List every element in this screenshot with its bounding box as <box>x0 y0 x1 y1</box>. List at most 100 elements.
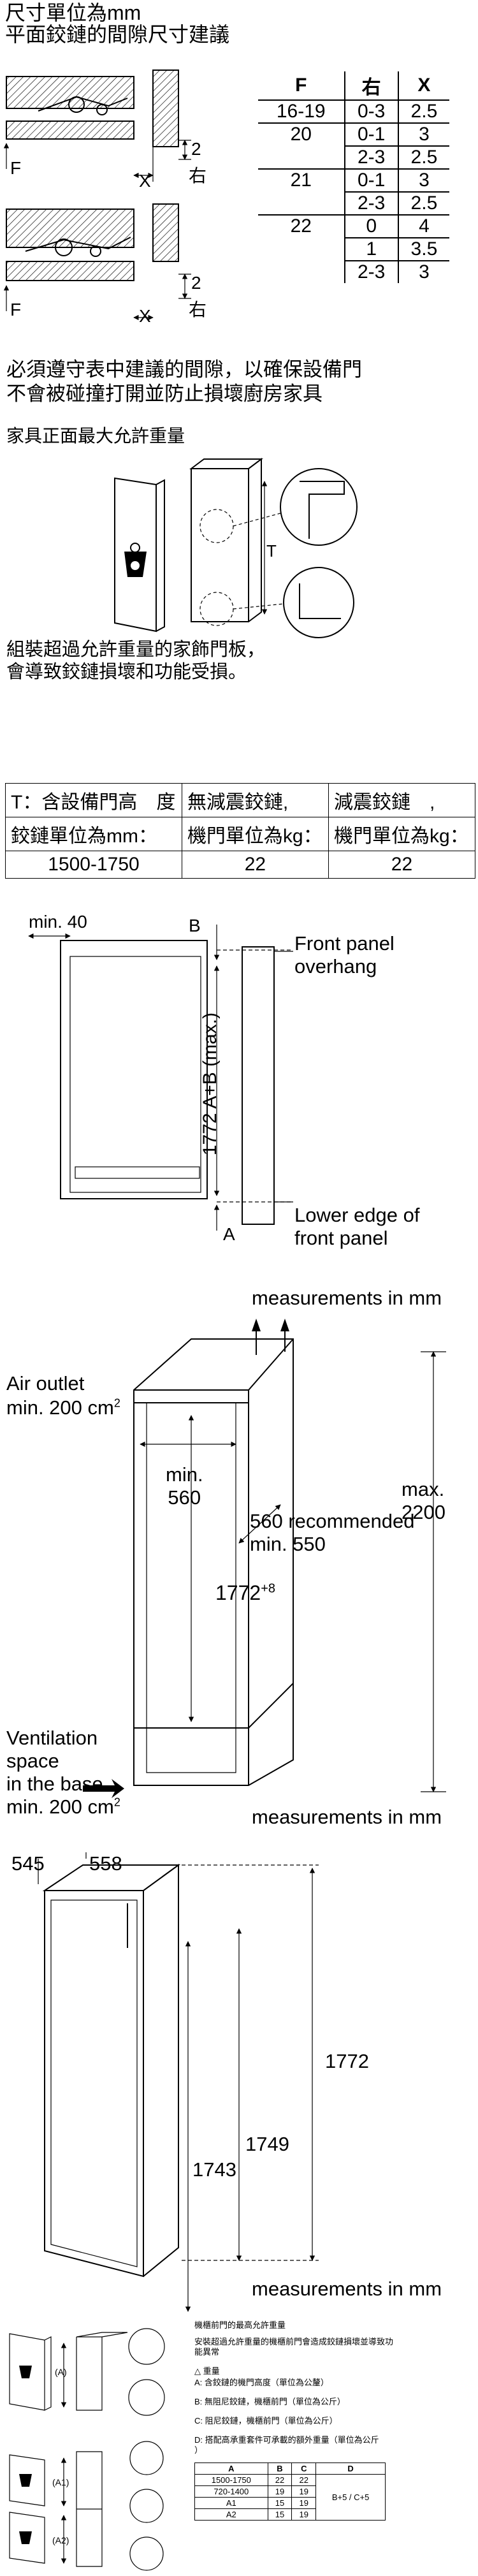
table-cell: C <box>291 2463 317 2475</box>
table-cell: 21 <box>258 168 345 215</box>
warning-line-2: 會導致鉸鏈損壞和功能受損。 <box>6 662 247 682</box>
vent-line-3: in the base <box>6 1773 103 1795</box>
table-cell: B+5 / C+5 <box>315 2474 386 2521</box>
col-header-f: F <box>258 71 345 101</box>
recommended-depth: 560 recommended <box>250 1510 415 1532</box>
table-cell: 4 <box>397 214 449 238</box>
gap-table: F 右 X 16-19 0-3 2.5 20 0-1 3 2-3 2.5 21 … <box>258 71 449 283</box>
table-cell: 機門單位為kg： <box>328 817 476 851</box>
table-cell: 2.5 <box>397 145 449 169</box>
table-cell: 16-19 <box>258 99 345 123</box>
table-cell: 22 <box>291 2474 317 2486</box>
table-cell: 22 <box>181 851 329 879</box>
summary-diagrams: (A) (A1) (A2) <box>0 2315 191 2576</box>
table-cell: 20 <box>258 122 345 169</box>
label-x: X <box>139 306 151 326</box>
label-b: B <box>189 916 201 935</box>
table-cell: 2.5 <box>397 191 449 215</box>
legend-c: C: 阻尼鉸鏈，機櫃前門（單位為公斤） <box>194 2416 338 2426</box>
overhang-line-2: overhang <box>294 955 377 977</box>
table-cell: 2-3 <box>344 191 398 215</box>
air-outlet-line-1: Air outlet <box>6 1372 85 1394</box>
door-weight-diagram: T <box>89 456 358 638</box>
table-cell: D <box>315 2463 386 2475</box>
appliance-diagram: 545 558 1772 1749 1743 <box>0 1852 478 2312</box>
notice-line-1: 必須遵守表中建議的間隙，以確保設備門 <box>6 358 362 381</box>
summary-title: 機櫃前門的最高允許重量 <box>194 2320 286 2330</box>
min-depth-label: min.560 <box>166 1463 203 1509</box>
weight-title: 家具正面最大允許重量 <box>6 426 185 446</box>
table-cell: 3 <box>397 260 449 283</box>
table-cell: 720-1400 <box>194 2485 268 2498</box>
label-f: F <box>10 158 22 178</box>
vent-line-4: min. 200 cm2 <box>6 1796 120 1818</box>
units-label: measurements in mm <box>252 1287 442 1309</box>
lower-edge-line-1: Lower edge of <box>294 1204 420 1226</box>
label-right: 右 <box>189 300 207 319</box>
table-cell: 鉸鏈單位為mm： <box>5 817 182 851</box>
legend-b: B: 無阻尼鉸鏈，機櫃前門（單位為公斤） <box>194 2397 345 2406</box>
col-header-x: X <box>397 71 449 101</box>
table-cell: 3 <box>397 168 449 192</box>
table-cell: 19 <box>291 2508 317 2521</box>
units-label: measurements in mm <box>252 2278 442 2300</box>
label-x: X <box>139 171 151 191</box>
hinge-gap-diagram-top: F X 2 右 <box>0 64 255 191</box>
table-cell: A1 <box>194 2497 268 2509</box>
max-height-line-2: 2200 <box>402 1501 445 1523</box>
warning-line-1: 組裝超過允許重量的家飾門板， <box>6 640 266 660</box>
height-1743: 1743 <box>192 2158 236 2181</box>
table-cell: 2-3 <box>344 145 398 169</box>
hinge-gap-diagram-bottom: F X 2 右 <box>0 198 255 326</box>
summary-table: A B C D 1500-1750 22 22 B+5 / C+5 720-14… <box>194 2463 386 2521</box>
table-cell: 3.5 <box>397 237 449 261</box>
table-cell: 減震鉸鏈 , <box>328 783 476 817</box>
table-cell: 2.5 <box>397 99 449 123</box>
vent-line-2: space <box>6 1750 59 1772</box>
table-cell: 19 <box>291 2485 317 2498</box>
table-cell: A <box>194 2463 268 2475</box>
legend-heading: △ 重量 <box>194 2366 220 2376</box>
label-right: 右 <box>189 166 207 186</box>
col-header-right: 右 <box>344 71 398 101</box>
label-a: A <box>223 1224 235 1244</box>
height-1772: 1772 <box>325 2050 369 2072</box>
table-cell: 2-3 <box>344 260 398 283</box>
min-depth-550: min. 550 <box>250 1533 326 1555</box>
width-545: 545 <box>11 1852 45 1875</box>
air-outlet-line-2: min. 200 cm2 <box>6 1396 120 1419</box>
table-cell: 1500-1750 <box>194 2474 268 2486</box>
legend-d-2: ） <box>194 2445 203 2455</box>
label-t: T <box>266 541 277 560</box>
table-cell: T：含設備門高 度 <box>5 783 182 817</box>
legend-a: A: 含鉸鏈的機門高度（單位為公釐） <box>194 2378 329 2387</box>
units-label: measurements in mm <box>252 1806 442 1828</box>
table-cell: 15 <box>267 2508 293 2521</box>
dim-1772-a-b: 1772 A+B (max.) <box>199 1012 221 1156</box>
front-panel-diagram: min. 40 B A 1772 A+B (max.) Front panel … <box>0 912 478 1256</box>
niche-diagram: Air outlet min. 200 cm2 min.560 560 reco… <box>0 1314 478 1836</box>
vent-line-1: Ventilation <box>6 1727 98 1749</box>
fig-label-a: (A) <box>55 2367 67 2377</box>
width-558: 558 <box>89 1852 122 1875</box>
table-cell: A2 <box>194 2508 268 2521</box>
fig-label-a1: (A1) <box>52 2477 69 2487</box>
legend-d-1: D: 搭配高承重套件可承載的額外重量（單位為公斤 <box>194 2435 379 2445</box>
table-cell: 機門單位為kg： <box>181 817 329 851</box>
overhang-line-1: Front panel <box>294 932 395 955</box>
label-2: 2 <box>191 139 201 159</box>
table-cell: 22 <box>267 2474 293 2486</box>
min-40-label: min. 40 <box>29 912 87 932</box>
table-cell: 3 <box>397 122 449 146</box>
table-cell: 19 <box>291 2497 317 2509</box>
table-cell: 19 <box>267 2485 293 2498</box>
table-cell: 22 <box>258 214 345 283</box>
table-cell: 1 <box>344 237 398 261</box>
table-cell: 0-1 <box>344 122 398 146</box>
niche-height: 1772+8 <box>215 1581 275 1604</box>
units-note: 尺寸單位為mm <box>5 1 141 24</box>
table-cell: 0 <box>344 214 398 238</box>
table-cell: 1500-1750 <box>5 851 182 879</box>
label-2: 2 <box>191 273 201 293</box>
table-cell: 15 <box>267 2497 293 2509</box>
